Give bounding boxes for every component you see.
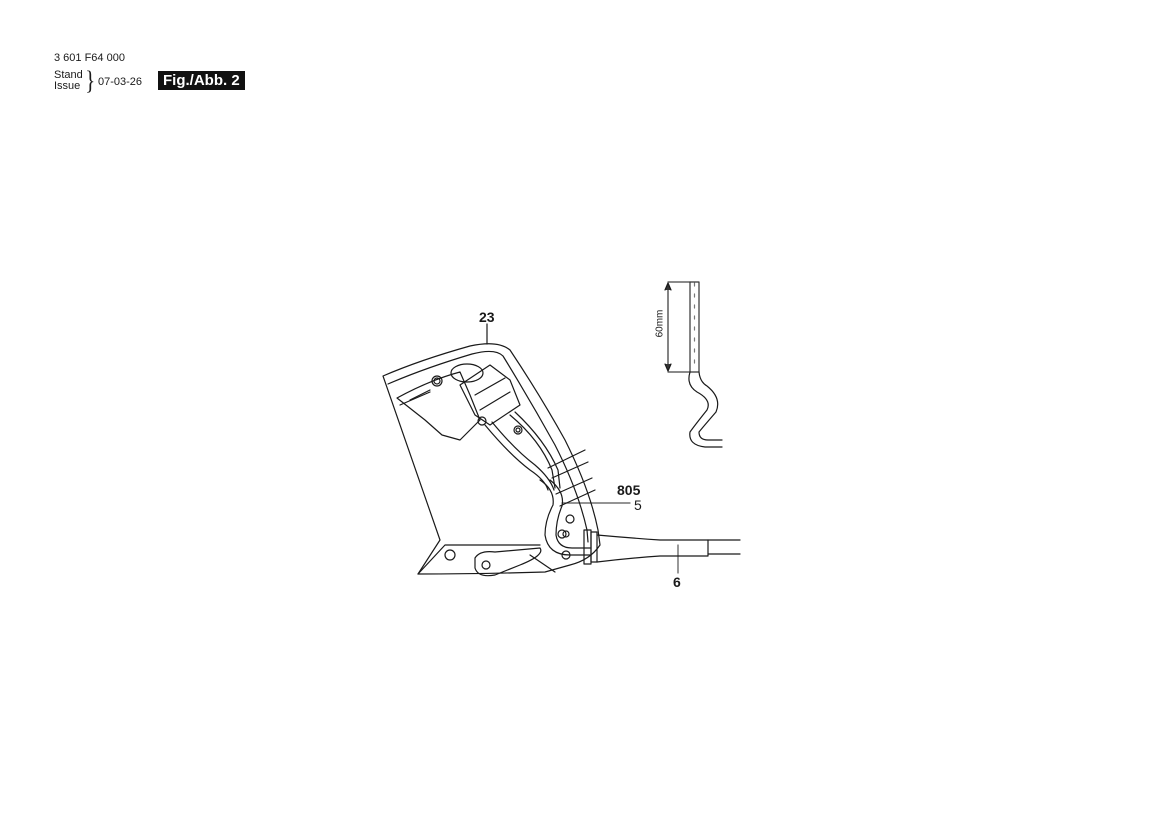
dimension-60mm-label: 60mm [654, 309, 666, 338]
brace-glyph: } [85, 66, 96, 95]
part-number: 3 601 F64 000 [54, 52, 125, 64]
stand-issue-labels: Stand Issue [54, 70, 83, 92]
callout-6: 6 [673, 574, 681, 590]
issue-label: Issue [54, 80, 81, 92]
power-cable [596, 534, 741, 563]
callout-5: 5 [634, 497, 642, 513]
handle-housing [382, 343, 601, 577]
issue-date: 07-03-26 [98, 76, 143, 88]
figure-badge: Fig./Abb. 2 [158, 71, 245, 90]
callout-805: 805 [617, 482, 641, 498]
callout-23: 23 [479, 309, 495, 325]
stand-label: Stand [54, 69, 83, 81]
cable-detail-inset [664, 281, 723, 448]
